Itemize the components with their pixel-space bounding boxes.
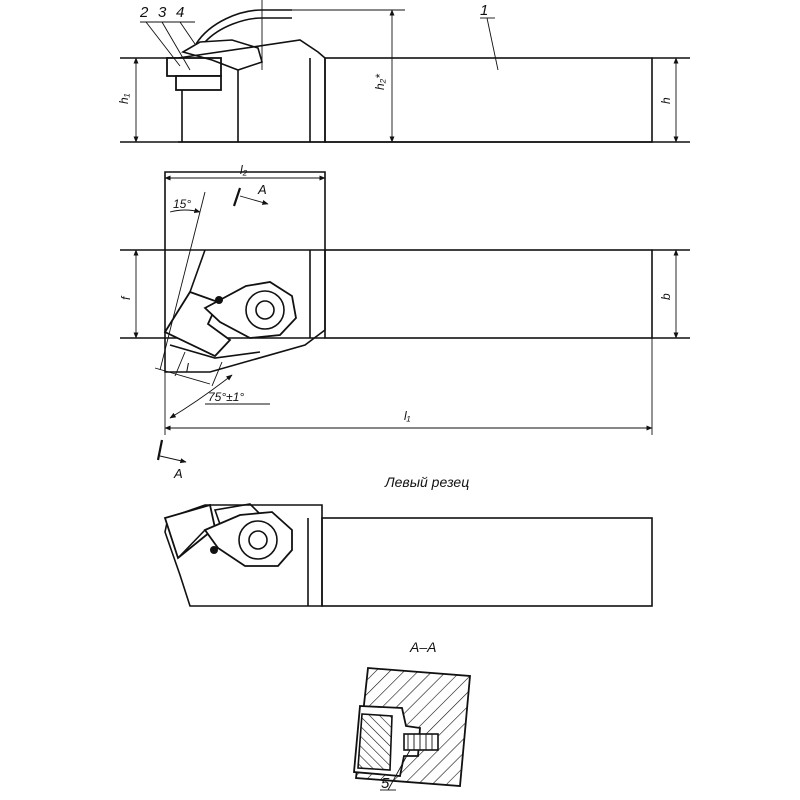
dim-h: h: [659, 97, 673, 104]
label-part-1: 1: [480, 2, 488, 19]
section-letter-bottom: A: [173, 466, 183, 481]
dim-h2: h₂*: [373, 74, 387, 90]
clamp-screw: [245, 290, 285, 330]
left-cutter-shank: [321, 517, 653, 607]
section-view: 5: [353, 667, 471, 792]
label-part-5: 5: [381, 775, 390, 792]
label-part-3: 3: [158, 4, 167, 21]
caption-left-cutter: Левый резец: [384, 474, 469, 490]
dim-angle-75: 75°±1°: [208, 390, 244, 404]
label-part-4: 4: [176, 4, 184, 21]
dim-b: b: [659, 293, 673, 300]
dim-l1: l₁: [404, 409, 411, 423]
side-view: h₂* h₁ h 1 2 3 4: [117, 0, 690, 143]
section-screw: [403, 733, 439, 751]
section-insert: [357, 713, 393, 771]
section-mark-bottom: [156, 439, 164, 461]
plan-view-clamp: [203, 281, 297, 339]
caption-section: A–A: [409, 639, 436, 655]
dim-l: l: [186, 361, 189, 375]
left-cutter-head: [164, 504, 323, 607]
plan-view: 15° l₂ A f b l 75°±1° l₁ A: [119, 163, 690, 481]
section-mark-top: [232, 187, 242, 207]
side-view-shank: [324, 57, 653, 143]
left-cutter-screw: [238, 520, 278, 560]
dim-angle-15: 15°: [173, 197, 191, 211]
dim-l2: l₂: [240, 163, 248, 177]
dim-f: f: [119, 295, 133, 300]
side-view-head: [177, 39, 326, 143]
side-view-shim: [175, 75, 222, 91]
left-cutter-view: [163, 503, 653, 607]
label-part-2: 2: [139, 4, 149, 21]
section-letter-top: A: [257, 182, 267, 197]
plan-view-shank: [324, 249, 653, 339]
side-view-clamp-lever: [195, 9, 292, 45]
dim-h1: h₁: [117, 93, 131, 104]
